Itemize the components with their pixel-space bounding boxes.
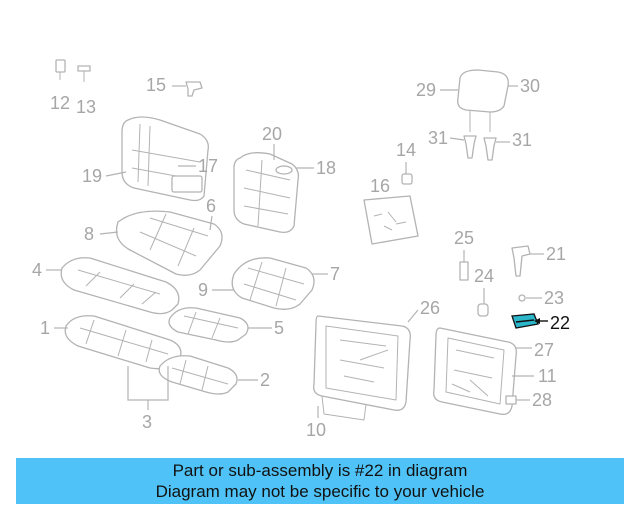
callout-23: 23: [544, 288, 564, 308]
callout-27: 27: [534, 340, 554, 360]
part-29-headrest: [457, 69, 509, 132]
callout-9: 9: [198, 280, 208, 300]
info-banner: Part or sub-assembly is #22 in diagram D…: [16, 458, 624, 504]
callout-11: 11: [538, 366, 557, 386]
callout-1: 1: [40, 318, 50, 338]
callout-3: 3: [142, 412, 152, 432]
part-12-clip: [55, 59, 66, 80]
part-2-frame: [158, 355, 238, 395]
callout-24: 24: [474, 266, 494, 286]
part-21-strap: [511, 245, 531, 277]
banner-line-2: Diagram may not be specific to your vehi…: [155, 482, 485, 501]
part-31-guide-right: [483, 137, 497, 161]
part-25-clip: [459, 261, 469, 281]
callout-30: 30: [520, 76, 540, 96]
part-22-highlighted[interactable]: [511, 313, 539, 329]
part-1-frame: [64, 315, 182, 370]
part-15-hook: [185, 81, 203, 97]
callout-31-right: 31: [512, 130, 532, 150]
callout-21: 21: [546, 244, 566, 264]
banner-line-1: Part or sub-assembly is #22 in diagram: [172, 461, 468, 480]
part-18-back-cover: [233, 152, 300, 234]
part-27-frame: [433, 327, 517, 415]
part-31-guide-left: [463, 135, 477, 159]
callout-2: 2: [260, 370, 270, 390]
part-19-seat-back: [121, 116, 209, 202]
part-24-cap: [477, 303, 489, 317]
callout-8: 8: [84, 224, 94, 244]
callout-29: 29: [416, 80, 436, 100]
part-5-pad: [168, 307, 249, 343]
callout-4: 4: [32, 260, 42, 280]
callout-19: 19: [82, 166, 102, 186]
callout-22: 22: [550, 313, 570, 333]
callout-13: 13: [76, 97, 96, 117]
callout-31-left: 31: [428, 128, 448, 148]
part-16-bracket-kit: [363, 195, 419, 245]
callout-15: 15: [146, 75, 166, 95]
part-28-bolt: [505, 395, 517, 405]
part-26-seatback-frame: [313, 315, 411, 421]
part-7-side-cushion: [231, 257, 315, 310]
callout-7: 7: [330, 264, 340, 284]
part-13-pin: [77, 65, 91, 82]
callout-16: 16: [370, 176, 390, 196]
callout-26: 26: [420, 298, 440, 318]
callout-12: 12: [50, 93, 70, 113]
part-14-bolt: [401, 173, 413, 185]
callout-28: 28: [532, 390, 552, 410]
callout-18: 18: [316, 158, 336, 178]
callout-25: 25: [454, 228, 474, 248]
part-23-pin: [518, 294, 526, 302]
part-8-cushion: [115, 210, 223, 276]
part-4-cushion-frame: [60, 257, 180, 315]
callout-20: 20: [262, 124, 282, 144]
callout-17: 17: [198, 156, 218, 176]
parts-diagram: 12 13 15 19 17 20 18 14 16 29 30 31: [32, 59, 570, 440]
callout-10: 10: [306, 420, 326, 440]
callout-5: 5: [274, 318, 284, 338]
callout-14: 14: [396, 140, 416, 160]
callout-6: 6: [206, 196, 216, 216]
